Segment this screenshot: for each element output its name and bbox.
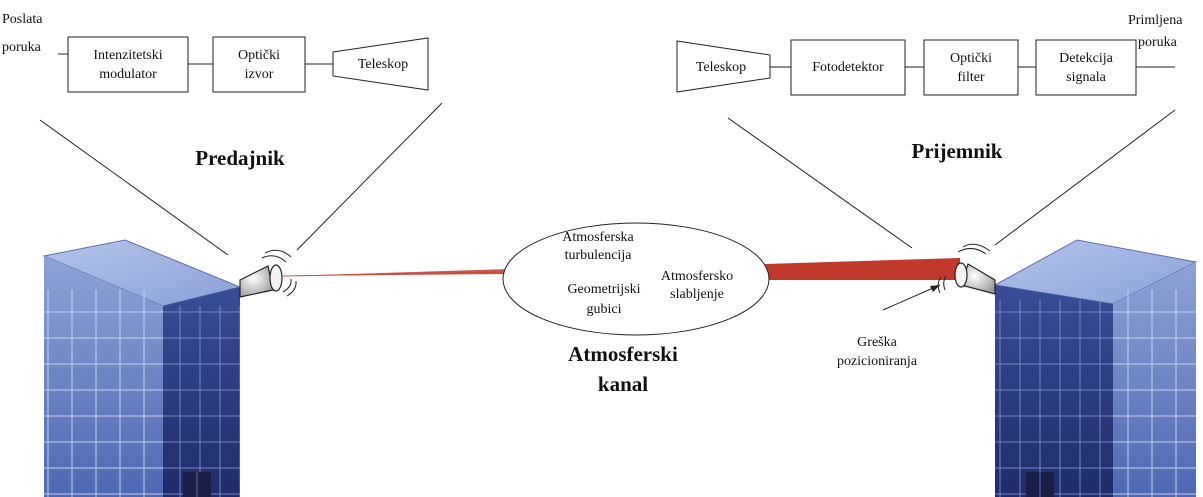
optical-filter-block: [923, 39, 1019, 96]
laser-beam: [282, 258, 960, 280]
source-label-line1: Optički: [238, 48, 280, 63]
photodetector-block: [790, 39, 906, 96]
receiver-title: Prijemnik: [912, 139, 1003, 163]
beam-segment-left: [283, 269, 510, 276]
source-label-line2: izvor: [245, 67, 274, 82]
modulator-block: [67, 36, 189, 93]
channel-ellipse: [502, 222, 770, 336]
rx-telescope-block: [676, 40, 771, 93]
input-label-line2: poruka: [2, 40, 42, 55]
rx-wave-bottom2: [937, 276, 942, 294]
effect-turbulence-line2: turbulencija: [565, 248, 633, 263]
rx-wave-top: [962, 243, 991, 252]
pointing-error-label-line1: Greška: [857, 335, 897, 350]
signal-detection-block: [1035, 39, 1137, 96]
tx-wave-bottom2: [286, 280, 297, 297]
pointing-error-annotation: Greška pozicioniranja: [837, 284, 941, 369]
effect-geometric-line1: Geometrijski: [567, 282, 640, 297]
building-side-windows: [995, 300, 1113, 497]
effect-turbulence-line1: Atmosferska: [562, 230, 634, 245]
tx-telescope-label: Teleskop: [358, 57, 408, 72]
receiver-building: [993, 239, 1198, 497]
atmospheric-channel: Atmosferska turbulencija Atmosfersko sla…: [502, 222, 770, 396]
tx-telescope-block: [332, 37, 429, 91]
rx-telescope-label: Teleskop: [696, 60, 746, 75]
rx-wave-bottom: [943, 275, 947, 291]
building-front-windows: [1113, 290, 1196, 497]
filter-label-line1: Optički: [950, 51, 992, 66]
tx-wave-top: [261, 255, 287, 263]
rx-wave-top2: [957, 248, 987, 255]
effect-attenuation-line2: slabljenje: [670, 287, 724, 302]
modulator-label-line1: Intenzitetski: [93, 48, 162, 63]
zoom-line-left: [727, 117, 913, 249]
tx-wave-bottom: [282, 278, 292, 293]
tx-wave-top2: [264, 249, 292, 258]
effect-attenuation-line1: Atmosfersko: [661, 269, 733, 284]
zoom-line-left: [39, 119, 229, 256]
detection-label-line2: signala: [1066, 70, 1106, 85]
transmitter-chain: Poslata poruka Intenzitetski modulator O…: [2, 12, 443, 256]
channel-title-line1: Atmosferski: [568, 342, 678, 366]
beam-segment-right: [765, 258, 960, 280]
detection-label-line1: Detekcija: [1059, 51, 1113, 66]
tx-transceiver: [239, 249, 297, 298]
transmitter-building: [42, 239, 242, 497]
pointing-error-label-line2: pozicioniranja: [837, 354, 918, 369]
filter-label-line2: filter: [957, 70, 985, 85]
rx-lens: [954, 262, 968, 288]
tx-telescope-body: [239, 265, 274, 298]
arrow-head: [930, 285, 940, 292]
output-label-line2: poruka: [1138, 35, 1178, 50]
receiver-chain: Teleskop Fotodetektor Optički filter Det…: [676, 13, 1183, 249]
channel-title-line2: kanal: [598, 372, 648, 396]
building-front-windows: [44, 290, 163, 497]
output-label-line1: Primljena: [1128, 13, 1183, 28]
photodetector-label: Fotodetektor: [812, 60, 884, 75]
input-label-line1: Poslata: [2, 12, 43, 27]
tx-lens: [269, 264, 283, 292]
zoom-line-right: [994, 109, 1176, 246]
zoom-line-right: [296, 102, 443, 251]
rx-transceiver: [937, 243, 996, 295]
modulator-label-line2: modulator: [99, 67, 157, 82]
effect-geometric-line2: gubici: [587, 302, 622, 317]
building-side-windows: [163, 306, 240, 497]
optical-source-block: [212, 36, 306, 93]
beam-core-left: [282, 271, 511, 277]
transmitter-title: Predajnik: [195, 146, 285, 170]
pointing-error-arrow: [882, 284, 941, 311]
